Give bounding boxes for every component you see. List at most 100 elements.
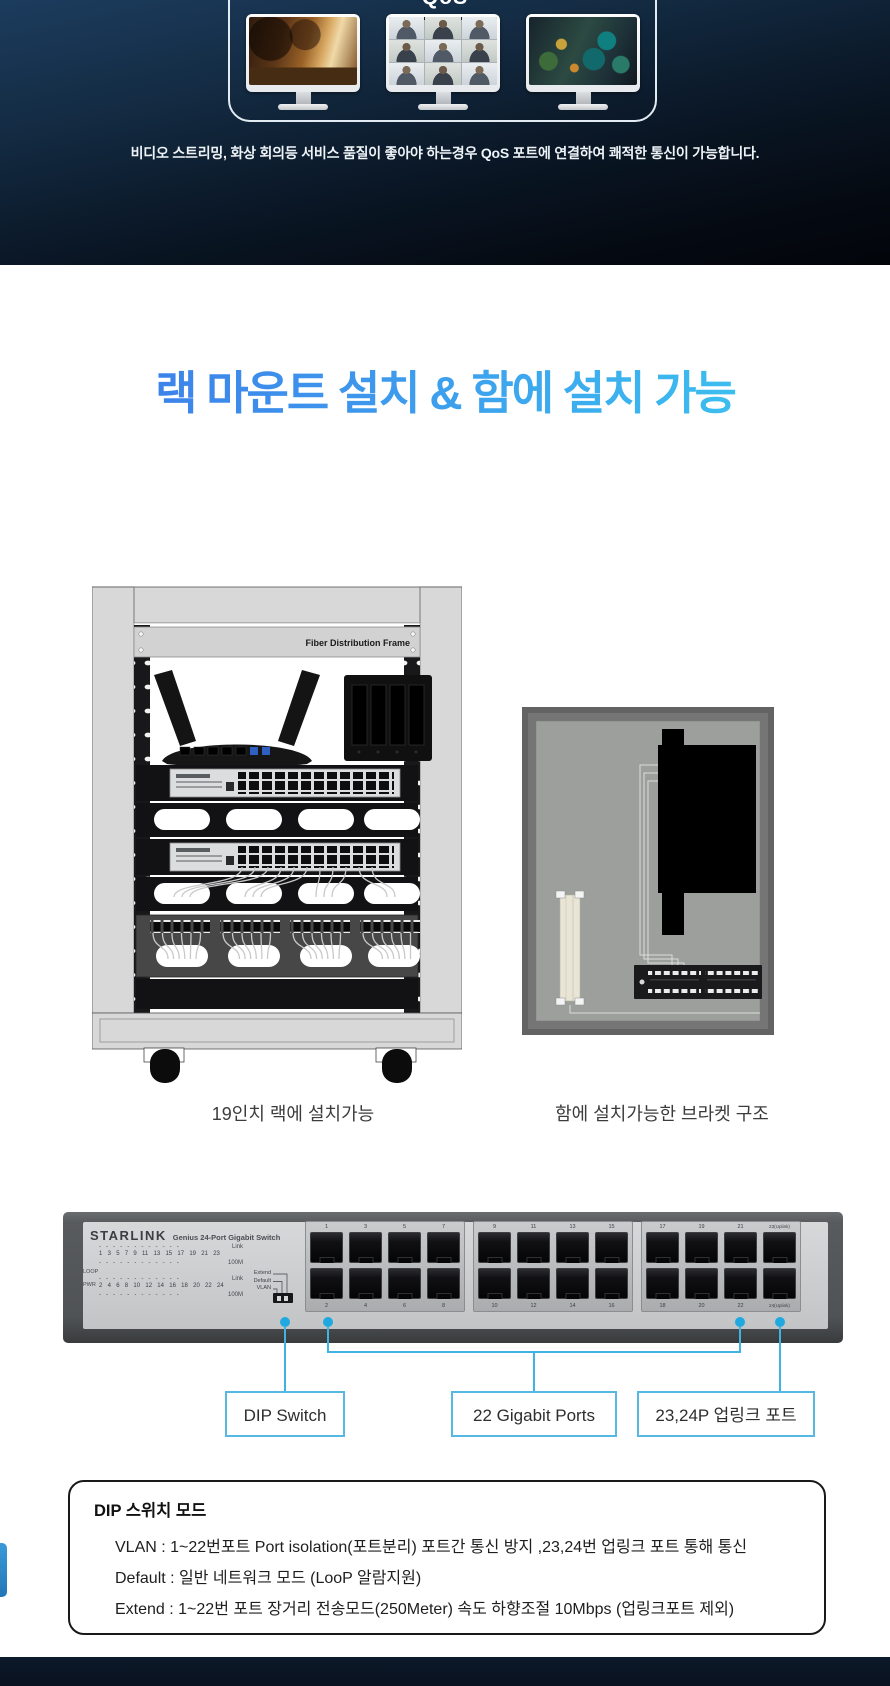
- park-aerial-image: [529, 17, 637, 85]
- dip-label-default: Default: [253, 1277, 271, 1284]
- patch-cables: [173, 866, 396, 898]
- loop-led-label: LOOP: [83, 1269, 99, 1275]
- rj45-port: [388, 1232, 421, 1263]
- port-number-bottom: 12: [530, 1303, 537, 1309]
- cable-channel: [555, 890, 585, 1006]
- callout-dot-dip: [280, 1317, 290, 1327]
- rack-caption: 19인치 랙에 설치가능: [211, 1104, 375, 1124]
- port-number-bottom: 2: [324, 1303, 329, 1309]
- floating-widget[interactable]: [0, 1543, 7, 1597]
- callout-line: [284, 1327, 286, 1391]
- port-number-bottom: 24(Uplink): [769, 1303, 790, 1308]
- callout-uplink-ports: 23,24P 업링크 포트: [637, 1391, 815, 1437]
- wall-switch: [634, 965, 762, 999]
- rj45-port: [349, 1232, 382, 1263]
- rj45-port: [724, 1268, 757, 1299]
- dip-label-extend: Extend: [253, 1270, 271, 1276]
- port-number-bottom: 14: [569, 1303, 576, 1309]
- model-name: Genius 24-Port Gigabit Switch: [172, 1233, 281, 1242]
- led-panel: - - - - - - - - - - - - Link 1 3 5 7 9 11…: [99, 1243, 243, 1299]
- callout-gigabit-ports: 22 Gigabit Ports: [451, 1391, 617, 1437]
- conference-cell: [461, 63, 497, 85]
- conference-cell: [389, 40, 425, 62]
- link-label: Link: [231, 1276, 243, 1282]
- callout-dot-port2: [323, 1317, 333, 1327]
- conference-grid-image: [389, 17, 497, 85]
- conference-cell: [389, 63, 425, 85]
- rack-illustration: Fiber Distribution Frame: [92, 586, 462, 1083]
- conference-cell: [389, 17, 425, 39]
- hero-rounded-frame: [228, 0, 657, 122]
- port-column: 23(Uplink) 24(Uplink): [761, 1222, 798, 1311]
- port-number-top: 17: [659, 1224, 666, 1230]
- callout-dot-port22: [735, 1317, 745, 1327]
- patch-panel-cables: [152, 932, 412, 960]
- rj45-port: [595, 1268, 628, 1299]
- dip-mode-descriptions: VLAN : 1~22번포트 Port isolation(포트분리) 포트간 …: [115, 1532, 747, 1625]
- port-number-bottom: 16: [608, 1303, 615, 1309]
- monitor-stand: [435, 92, 451, 104]
- rj45-port: [310, 1268, 343, 1299]
- rack-top-bar: [92, 586, 462, 624]
- monitor-bezel: [246, 14, 360, 92]
- port-number-bottom: 20: [698, 1303, 705, 1309]
- port-number-bottom: 8: [441, 1303, 446, 1309]
- port-number-top: 13: [569, 1224, 576, 1230]
- rj45-port: [310, 1232, 343, 1263]
- speed-label: 100M: [227, 1260, 243, 1266]
- dip-line-default: Default : 일반 네트워크 모드 (LooP 알람지원): [115, 1570, 422, 1587]
- rj45-port: [724, 1232, 757, 1263]
- dip-box-title: DIP 스위치 모드: [94, 1502, 207, 1520]
- rj45-port: [556, 1232, 589, 1263]
- rj45-port: [595, 1232, 628, 1263]
- rj45-port: [388, 1268, 421, 1299]
- link-label: Link: [231, 1244, 243, 1250]
- wall-box-caption: 함에 설치가능한 브라켓 구조: [555, 1104, 769, 1124]
- led-row-100m-even: - - - - - - - - - - - -: [99, 1292, 179, 1298]
- blank-panel: [136, 979, 418, 1009]
- rj45-port: [349, 1268, 382, 1299]
- mounted-device: [658, 745, 756, 893]
- dip-mode-info-box: DIP 스위치 모드 VLAN : 1~22번포트 Port isolation…: [68, 1480, 826, 1635]
- qos-hero-section: QoS: [0, 0, 890, 265]
- conference-cell: [425, 17, 461, 39]
- rj45-port: [517, 1268, 550, 1299]
- callout-line: [533, 1351, 535, 1391]
- odd-port-numbers: 1 3 5 7 9 11 13 15 17 19 21 23: [99, 1251, 220, 1257]
- port-number-bottom: 6: [402, 1303, 407, 1309]
- even-port-numbers: 2 4 6 8 10 12 14 16 18 20 22 24: [99, 1283, 224, 1289]
- monitor-bezel: [526, 14, 640, 92]
- fiber-frame-label: Fiber Distribution Frame: [305, 638, 410, 648]
- port-number-top: 23(Uplink): [769, 1224, 790, 1229]
- led-row-link-odd: - - - - - - - - - - - -: [99, 1244, 179, 1250]
- section-title: 랙 마운트 설치 & 함에 설치 가능: [0, 364, 890, 422]
- monitor-game: [526, 14, 640, 110]
- rj45-port: [478, 1268, 511, 1299]
- rack-base: [92, 1012, 462, 1050]
- conference-cell: [461, 17, 497, 39]
- wifi-router: [154, 670, 320, 767]
- monitor-base: [278, 104, 328, 110]
- monitor-base: [558, 104, 608, 110]
- wall-box-illustration: [522, 707, 774, 1035]
- port-column: 13 14: [554, 1222, 591, 1311]
- port-number-top: 7: [441, 1224, 446, 1230]
- dip-line-extend: Extend : 1~22번 포트 장거리 전송모드(250Meter) 속도 …: [115, 1601, 735, 1618]
- rj45-port: [478, 1232, 511, 1263]
- rj45-port: [685, 1232, 718, 1263]
- nas-device: [344, 675, 432, 761]
- port-number-bottom: 18: [659, 1303, 666, 1309]
